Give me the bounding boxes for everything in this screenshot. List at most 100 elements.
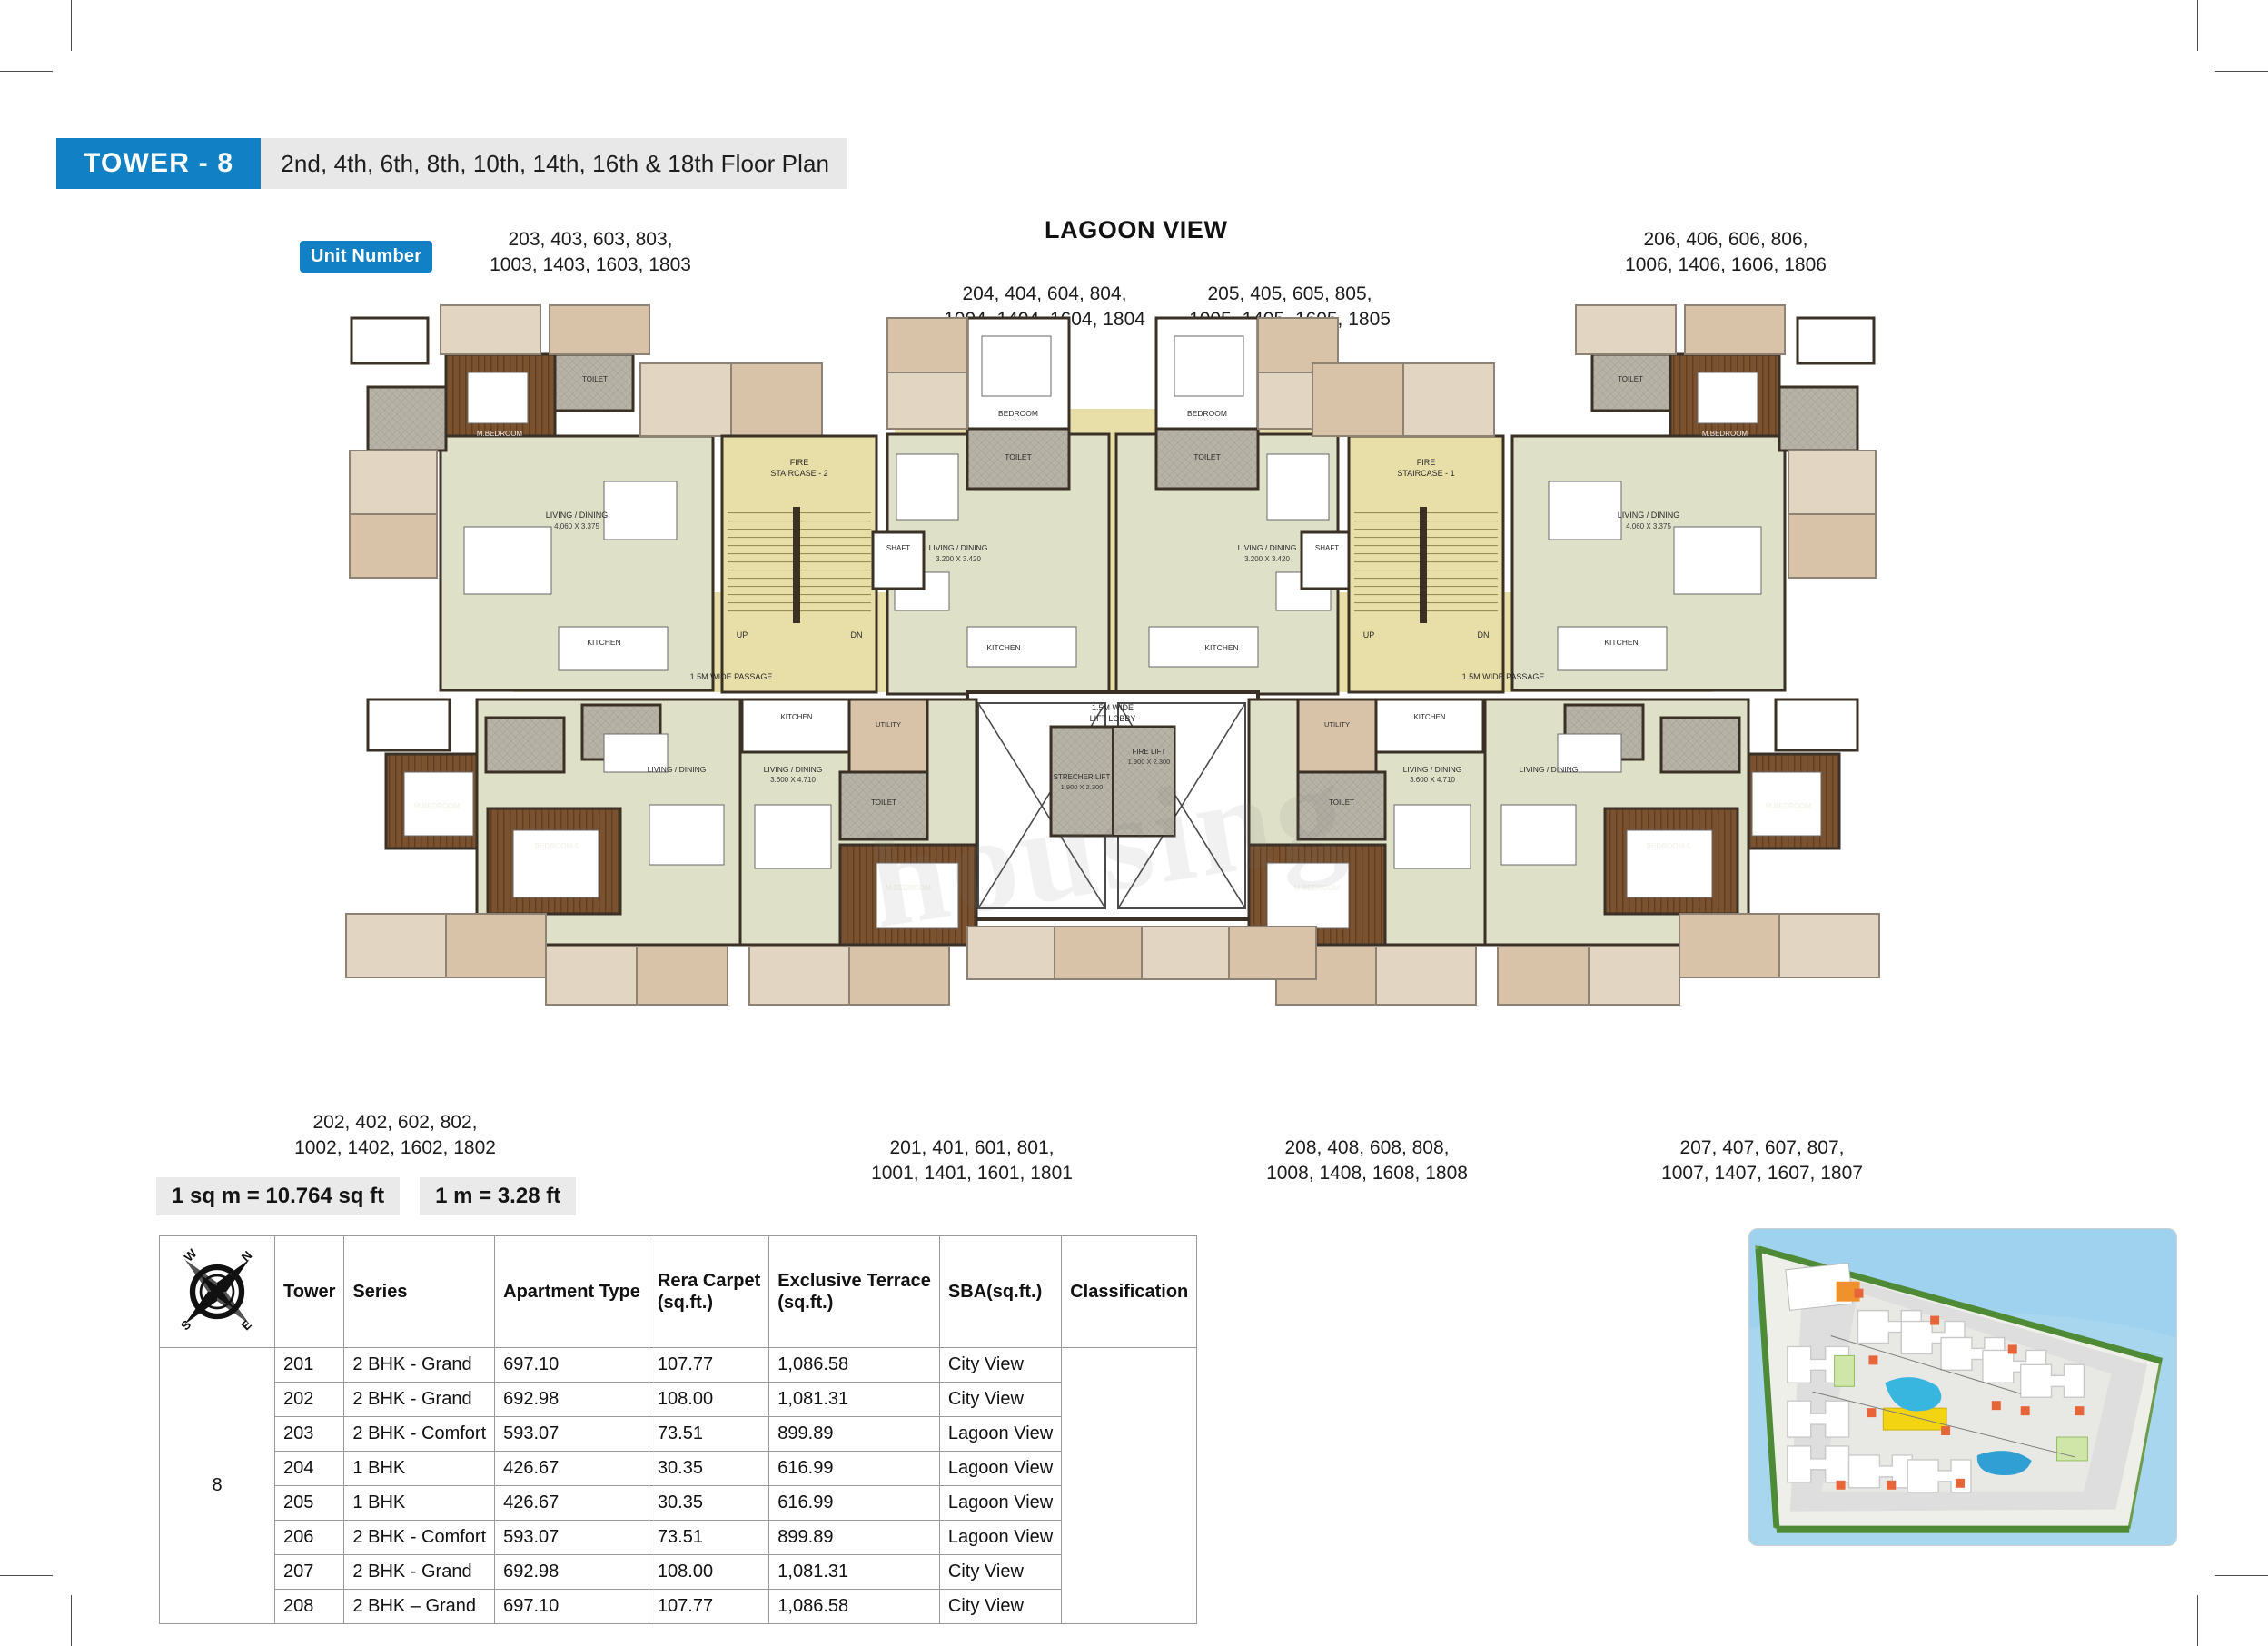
cell-classification: Lagoon View — [938, 1485, 1063, 1521]
fire-staircase-2-rail — [793, 507, 800, 623]
upper-block: LIVING / DINING 4.060 X 3.375 M.BEDROOM … — [349, 304, 1877, 696]
cell-sba: 1,081.31 — [768, 1382, 940, 1417]
unit-202-dining — [603, 733, 669, 773]
cell-sba: 616.99 — [768, 1451, 940, 1486]
unit-205-block: BEDROOM TOILET LIVING / DINING 3.200 X 3… — [1114, 316, 1340, 696]
unit-201-kitchen — [740, 698, 851, 754]
cell-exclusive-terrace: 73.51 — [648, 1520, 770, 1555]
unit-202-toilet — [484, 716, 566, 774]
cell-series: 204 — [273, 1451, 345, 1486]
unit-203-kitchen-counter — [558, 626, 669, 671]
unit-207-bedroom-label: BEDROOM-1 — [1647, 842, 1691, 850]
cell-sba: 899.89 — [768, 1520, 940, 1555]
unit-202-m-bedroom-label: M.BEDROOM — [414, 802, 461, 810]
unit-205-toilet-label: TOILET — [1193, 452, 1221, 461]
conversion-length-chip: 1 m = 3.28 ft — [420, 1177, 577, 1215]
unit-203-terrace-b — [730, 362, 823, 437]
cell-classification: City View — [938, 1554, 1063, 1590]
cell-rera-carpet: 593.07 — [494, 1520, 649, 1555]
unit-conversion-legend: 1 sq m = 10.764 sq ft 1 m = 3.28 ft — [156, 1177, 577, 1215]
th-rera-carpet: Rera Carpet (sq.ft.) — [648, 1235, 770, 1348]
svg-text:4.060 X 3.375: 4.060 X 3.375 — [1626, 522, 1671, 530]
stretcher-lift-label: STRECHER LIFT — [1054, 773, 1111, 781]
table-header-row: W N S E Tower Series Apartment Type Rera… — [159, 1235, 1198, 1348]
site-entry-marker — [1836, 1281, 1860, 1302]
compass-w-label: W — [182, 1246, 200, 1264]
unit-202-block: M.BEDROOM BEDROOM-1 LIVING / DINING — [345, 698, 742, 1006]
unit-204-toilet — [966, 427, 1071, 491]
lagoon-view-title: LAGOON VIEW — [1045, 216, 1228, 243]
stair-dn-label-right: DN — [1478, 630, 1490, 640]
unit-208-m-bedroom-label: M.BEDROOM — [1294, 884, 1341, 892]
unit-202-bed — [403, 771, 474, 837]
unit-number-legend-badge: Unit Number — [300, 241, 433, 273]
unit-202-terrace-below-a — [345, 913, 447, 978]
cell-series: 202 — [273, 1382, 345, 1417]
lower-terrace-2 — [1228, 926, 1317, 980]
unit-207-shaft — [1774, 698, 1859, 752]
unit-203-terrace-a — [549, 304, 650, 355]
floor-plan-drawing: LIVING / DINING 4.060 X 3.375 M.BEDROOM … — [332, 300, 1894, 1135]
shaft-label-upper-left: SHAFT — [886, 544, 910, 552]
cell-sba: 1,086.58 — [768, 1589, 940, 1624]
unit-202-terrace-below-b — [545, 946, 638, 1006]
unit-205-kitchen-counter — [1148, 626, 1259, 668]
unit-206-terrace-a — [1684, 304, 1786, 355]
fire-lift — [1112, 726, 1175, 837]
unit-label-207: 207, 407, 607, 807, 1007, 1407, 1607, 18… — [1661, 1137, 1863, 1184]
upper-shaft-left — [871, 530, 926, 590]
unit-206-shaft — [1796, 316, 1876, 365]
unit-203-terrace-below-a — [440, 304, 541, 355]
unit-207-block: M.BEDROOM BEDROOM-1 LIVING / DINING — [1483, 698, 1880, 1006]
th-sba: SBA(sq.ft.) — [938, 1235, 1063, 1348]
cell-sba: 1,086.58 — [768, 1347, 940, 1383]
cell-apartment-type: 2 BHK – Grand — [343, 1589, 496, 1624]
cell-classification: Lagoon View — [938, 1451, 1063, 1486]
unit-206-terrace-b — [1312, 362, 1404, 437]
cell-sba: 616.99 — [768, 1485, 940, 1521]
unit-204-kitchen-counter — [966, 626, 1077, 668]
unit-203-kitchen-label: KITCHEN — [587, 638, 620, 647]
unit-207-terrace-a — [1679, 913, 1780, 978]
unit-206-sofa — [1548, 481, 1622, 540]
cell-apartment-type: 2 BHK - Grand — [343, 1554, 496, 1590]
unit-203-terrace-c — [349, 513, 438, 579]
cell-classification: City View — [938, 1589, 1063, 1624]
unit-201-sofa — [754, 804, 832, 869]
unit-label-208: 208, 408, 608, 808, 1008, 1408, 1608, 18… — [1266, 1137, 1468, 1184]
fire-staircase-1-rail — [1420, 507, 1427, 623]
unit-206-toilet-2 — [1778, 385, 1859, 452]
site-node-markers — [1836, 1288, 2085, 1490]
compass-cell: W N S E — [159, 1235, 275, 1348]
compass-s-label: S — [178, 1317, 193, 1333]
unit-205-bedroom-label: BEDROOM — [1187, 409, 1227, 418]
unit-202-bed-2 — [512, 829, 599, 898]
cell-apartment-type: 1 BHK — [343, 1485, 496, 1521]
unit-205-kitchen-label: KITCHEN — [1204, 643, 1238, 652]
stair-dn-label-left: DN — [851, 630, 863, 640]
unit-206-living-label: LIVING / DINING — [1618, 511, 1680, 520]
svg-text:TOILET: TOILET — [582, 375, 608, 383]
unit-202-living-label: LIVING / DINING — [648, 765, 707, 774]
unit-203-sofa — [603, 481, 678, 540]
th-apartment-type: Apartment Type — [494, 1235, 649, 1348]
site-water-feature-2 — [1976, 1451, 2032, 1476]
th-classification: Classification — [1061, 1235, 1198, 1348]
unit-201-block: LIVING / DINING 3.600 X 4.710 M.BEDROOM … — [738, 698, 978, 1006]
lift-lobby-label-2: LIFT LOBBY — [1090, 714, 1136, 723]
floor-plan-svg: LIVING / DINING 4.060 X 3.375 M.BEDROOM … — [345, 304, 1880, 1006]
cell-classification: Lagoon View — [938, 1520, 1063, 1555]
unit-208-kitchen — [1374, 698, 1485, 754]
unit-203-toilet-2 — [366, 385, 448, 452]
crop-mark-br-h — [2215, 1575, 2268, 1576]
unit-204-living-label: LIVING / DINING — [929, 543, 988, 552]
unit-204-sofa — [896, 453, 959, 521]
site-master-plan-thumbnail[interactable] — [1748, 1228, 2177, 1546]
cell-series: 207 — [273, 1554, 345, 1590]
fire-staircase-1-label: FIRE — [1417, 458, 1436, 467]
